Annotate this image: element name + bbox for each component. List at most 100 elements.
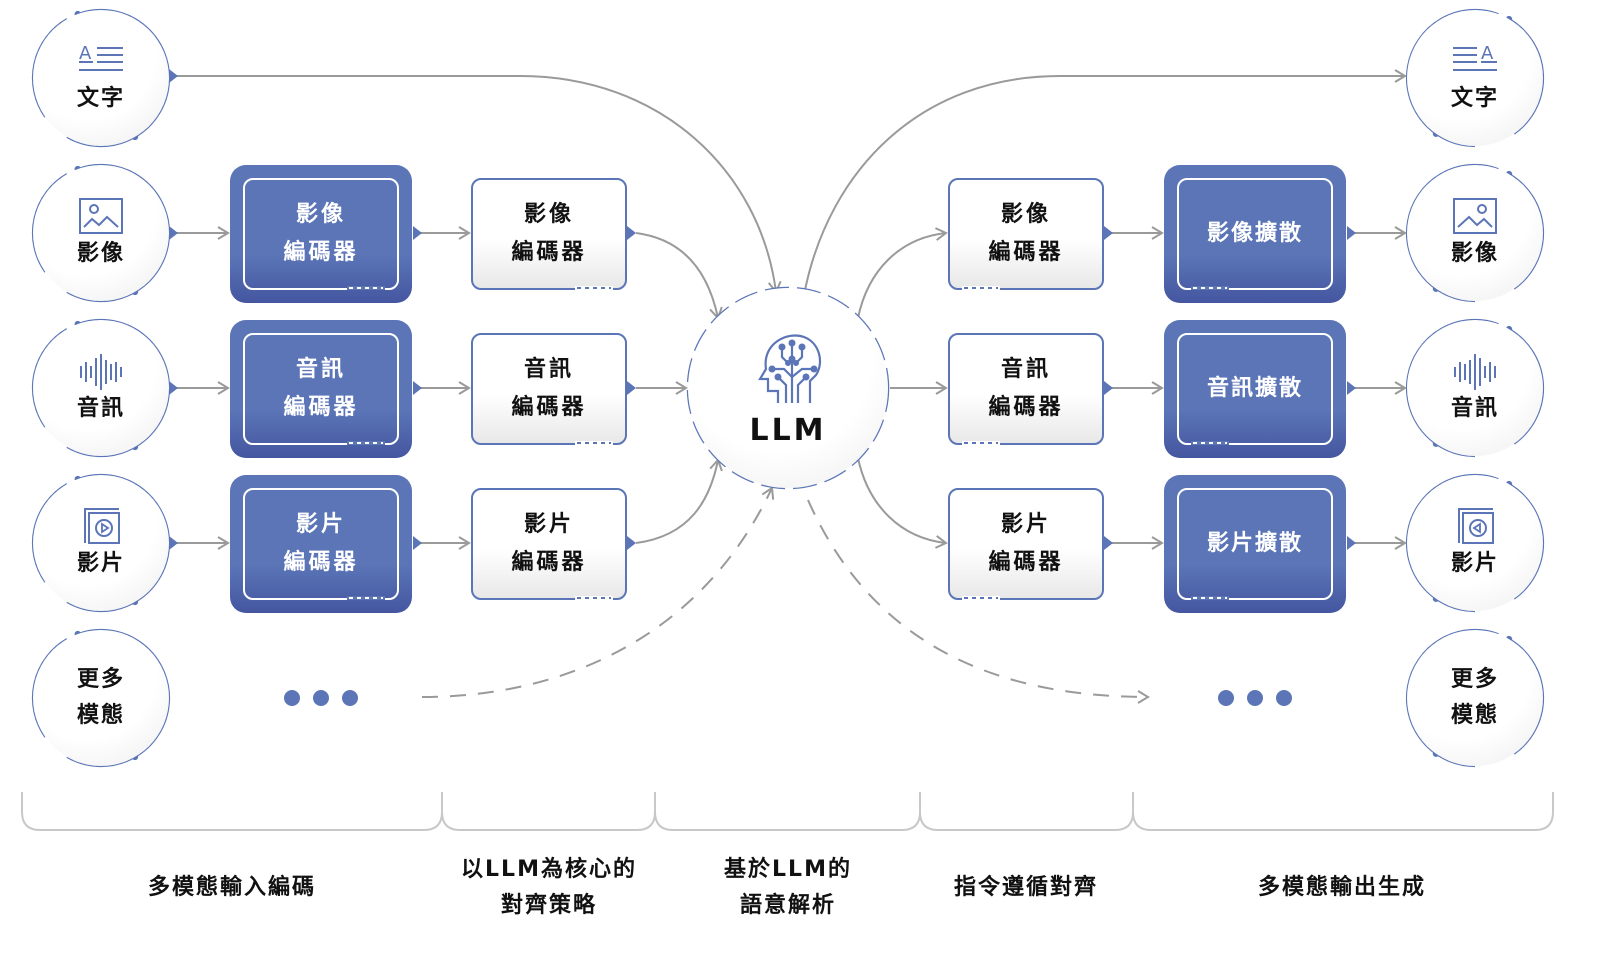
- connector-more-to-llm: [421, 486, 775, 698]
- port-icon: [1347, 381, 1356, 395]
- image-icon: [79, 198, 123, 234]
- input-label-more-2: 模態: [76, 703, 125, 728]
- encoder-subtitle: 編碼器: [283, 550, 359, 575]
- encoder-subtitle: 編碼器: [511, 550, 587, 575]
- port-icon: [627, 536, 636, 550]
- diffuser-label: 影像擴散: [1206, 221, 1303, 246]
- audio-waveform-icon: [1454, 354, 1496, 390]
- input-label-image: 影像: [76, 241, 125, 266]
- port-icon: [413, 226, 422, 240]
- input-label-video: 影片: [76, 551, 125, 576]
- stage-label-line: 指令遵循對齊: [953, 875, 1099, 900]
- port-icon: [413, 381, 422, 395]
- dash-mark: [347, 441, 385, 445]
- stage-label-line: 以LLM為核心的: [461, 857, 637, 882]
- encoder-subtitle: 編碼器: [988, 395, 1064, 420]
- svg-text:A: A: [79, 43, 92, 64]
- dash-mark: [575, 441, 613, 445]
- output-label-text: 文字: [1450, 86, 1499, 111]
- output-label-audio: 音訊: [1450, 396, 1499, 421]
- encoder-title: 影像: [523, 202, 574, 227]
- brain-circuit-icon: [758, 334, 822, 403]
- port-icon: [1104, 226, 1113, 240]
- output-label-image: 影像: [1450, 241, 1499, 266]
- llm-core: LLM: [688, 288, 888, 488]
- dash-mark: [1191, 441, 1229, 445]
- connector-llm-to-output-image: [857, 227, 948, 319]
- dash-mark: [575, 596, 613, 600]
- stage-label-semantic-parsing: 基於LLM的 語意解析: [724, 852, 852, 924]
- stage-label-line: 多模態輸入編碼: [147, 875, 317, 900]
- dot: [342, 690, 358, 706]
- input-label-text: 文字: [76, 86, 125, 111]
- connector-llm-to-text: [804, 69, 1407, 291]
- aligned-encoder-video: 影片 編碼器: [471, 488, 627, 600]
- audio-waveform-icon: [80, 354, 122, 390]
- dash-mark: [962, 596, 1000, 600]
- input-node-audio: 音訊: [33, 320, 169, 456]
- dash-mark: [962, 441, 1000, 445]
- port-icon: [1104, 381, 1113, 395]
- stage-label-line: 多模態輸出生成: [1257, 875, 1427, 900]
- input-node-text: A 文字: [33, 10, 169, 146]
- stage-label-output-generation: 多模態輸出生成: [1258, 870, 1426, 906]
- svg-text:A: A: [1481, 43, 1494, 64]
- output-encoder-image: 影像 編碼器: [948, 178, 1104, 290]
- connector-llm-to-output-video: [857, 457, 948, 549]
- encoder-subtitle: 編碼器: [511, 240, 587, 265]
- dot: [1276, 690, 1292, 706]
- stage-label-line: 對齊策略: [500, 893, 597, 918]
- stage-bracket: [1132, 792, 1554, 831]
- encoder-title: 影像: [295, 202, 346, 227]
- image-icon: [1453, 198, 1497, 234]
- encoder-subtitle: 編碼器: [283, 395, 359, 420]
- diffuser-label: 影片擴散: [1206, 531, 1303, 556]
- encoder-subtitle: 編碼器: [988, 240, 1064, 265]
- port-icon: [169, 69, 178, 83]
- video-play-icon: [84, 508, 120, 544]
- port-icon: [169, 536, 178, 550]
- stage-label-input-encoding: 多模態輸入編碼: [148, 870, 316, 906]
- input-label-more-1: 更多: [76, 667, 125, 692]
- input-node-image: 影像: [33, 165, 169, 301]
- encoder-title: 影片: [1000, 512, 1051, 537]
- dot: [284, 690, 300, 706]
- input-label-audio: 音訊: [76, 396, 125, 421]
- stage-label-alignment-strategy: 以LLM為核心的 對齊策略: [461, 852, 637, 924]
- llm-label: LLM: [749, 412, 827, 448]
- diffuser-image: 影像擴散: [1164, 165, 1346, 303]
- dot: [313, 690, 329, 706]
- dash-mark: [347, 596, 385, 600]
- stage-label-line: 基於LLM的: [724, 857, 852, 882]
- port-icon: [627, 381, 636, 395]
- text-icon: A: [1453, 43, 1497, 71]
- output-label-more-2: 模態: [1450, 703, 1499, 728]
- output-encoder-audio: 音訊 編碼器: [948, 333, 1104, 445]
- output-node-audio: 音訊: [1407, 320, 1543, 456]
- connector-text-to-llm: [175, 75, 782, 294]
- encoder-subtitle: 編碼器: [511, 395, 587, 420]
- connector-aligned-video-to-llm: [635, 458, 723, 544]
- dot: [1218, 690, 1234, 706]
- encoder-title: 影片: [523, 512, 574, 537]
- port-icon: [413, 536, 422, 550]
- encoder-title: 音訊: [295, 357, 346, 382]
- output-node-more: 更多 模態: [1407, 630, 1543, 766]
- port-icon: [1347, 226, 1356, 240]
- encoder-title: 音訊: [523, 357, 574, 382]
- diffuser-video: 影片擴散: [1164, 475, 1346, 613]
- encoder-title: 影片: [295, 512, 346, 537]
- more-encoders-ellipsis: [284, 690, 358, 706]
- input-node-more: 更多 模態: [33, 630, 169, 766]
- aligned-encoder-audio: 音訊 編碼器: [471, 333, 627, 445]
- aligned-encoder-image: 影像 編碼器: [471, 178, 627, 290]
- port-icon: [169, 226, 178, 240]
- dash-mark: [1191, 596, 1229, 600]
- connector-aligned-image-to-llm: [635, 232, 723, 320]
- stage-label-instruction-alignment: 指令遵循對齊: [954, 870, 1098, 906]
- stage-bracket: [654, 792, 921, 831]
- stage-bracket: [21, 792, 443, 831]
- diffuser-label: 音訊擴散: [1206, 376, 1303, 401]
- dot: [1247, 690, 1263, 706]
- connector-llm-to-more: [807, 499, 1150, 704]
